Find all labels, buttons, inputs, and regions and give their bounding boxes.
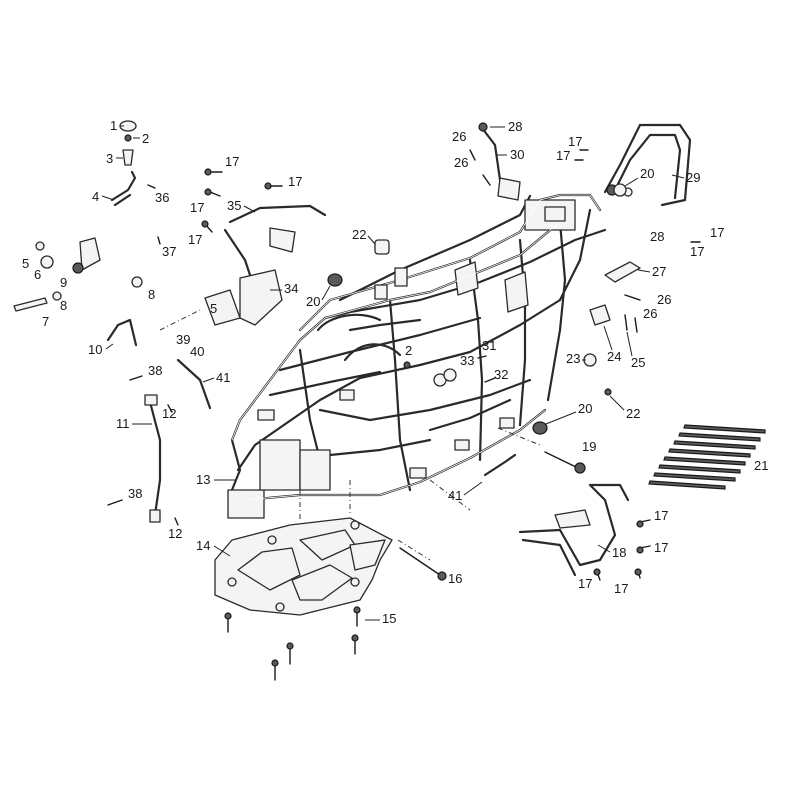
decal-strips [648,424,766,490]
callout-8b: 8 [148,287,155,302]
callout-11: 11 [116,416,130,431]
callout-33: 33 [460,353,474,368]
rear-bracket [518,483,651,581]
callout-34: 34 [284,281,298,296]
callout-1: 1 [110,118,117,133]
callout-4: 4 [92,189,99,204]
callout-38b: 38 [128,486,142,501]
callout-17l: 17 [614,581,628,596]
callout-30: 30 [510,147,524,162]
callout-39: 39 [176,332,190,347]
callout-12b: 12 [168,526,182,541]
callout-5b: 5 [210,301,217,316]
bracket-30 [478,122,521,201]
callout-26b: 26 [454,155,468,170]
callout-40: 40 [190,344,204,359]
callout-26c: 26 [657,292,671,307]
callout-28a: 28 [508,119,522,134]
callout-17a: 17 [225,154,239,169]
callout-41b: 41 [448,488,462,503]
callout-8a: 8 [60,298,67,313]
callout-36: 36 [155,190,169,205]
callout-12a: 12 [162,406,176,421]
callout-17h: 17 [690,244,704,259]
callout-28b: 28 [650,229,664,244]
assembly-lines [159,309,541,561]
callout-20b: 20 [640,166,654,181]
callout-2b: 2 [405,343,412,358]
callout-21: 21 [754,458,768,473]
callout-32: 32 [494,367,508,382]
callout-26d: 26 [643,306,657,321]
callout-23: 23 [566,351,580,366]
callout-22b: 22 [626,406,640,421]
callouts: 1 2 3 4 5 6 7 8 8 9 10 36 37 17 17 17 17… [22,118,768,626]
callout-38a: 38 [148,363,162,378]
callout-9: 9 [60,275,67,290]
skid-bolts [224,606,361,681]
skid-plate [214,517,393,616]
callout-20a: 20 [306,294,320,309]
callout-17e: 17 [568,134,582,149]
callout-7: 7 [42,314,49,329]
small-brackets-right [469,149,701,396]
callout-25: 25 [631,355,645,370]
bracket-35 [201,168,327,326]
callout-17f: 17 [556,148,570,163]
callout-35: 35 [227,198,241,213]
callout-17b: 17 [288,174,302,189]
callout-27: 27 [652,264,666,279]
callout-17j: 17 [654,540,668,555]
callout-10: 10 [88,342,102,357]
callout-17k: 17 [578,576,592,591]
callout-41a: 41 [216,370,230,385]
callout-20c: 20 [578,401,592,416]
callout-29: 29 [686,170,700,185]
callout-17g: 17 [710,225,724,240]
callout-3: 3 [106,151,113,166]
long-bolt-16 [399,547,447,581]
center-hardware [403,355,496,383]
callout-14: 14 [196,538,210,553]
callout-17c: 17 [190,200,204,215]
callout-15: 15 [382,611,396,626]
bushings [327,239,548,435]
main-frame [227,193,607,519]
left-parts [13,120,161,347]
callout-16: 16 [448,571,462,586]
callout-22a: 22 [352,227,366,242]
callout-13: 13 [196,472,210,487]
callout-19: 19 [582,439,596,454]
callout-37: 37 [162,244,176,259]
callout-5a: 5 [22,256,29,271]
callout-26a: 26 [452,129,466,144]
callout-18: 18 [612,545,626,560]
callout-6: 6 [34,267,41,282]
long-bolt-19 [544,451,586,474]
callout-17i: 17 [654,508,668,523]
callout-2: 2 [142,131,149,146]
sensor-rod [107,358,517,526]
callout-17d: 17 [188,232,202,247]
callout-24: 24 [607,349,621,364]
callout-31: 31 [482,338,496,353]
